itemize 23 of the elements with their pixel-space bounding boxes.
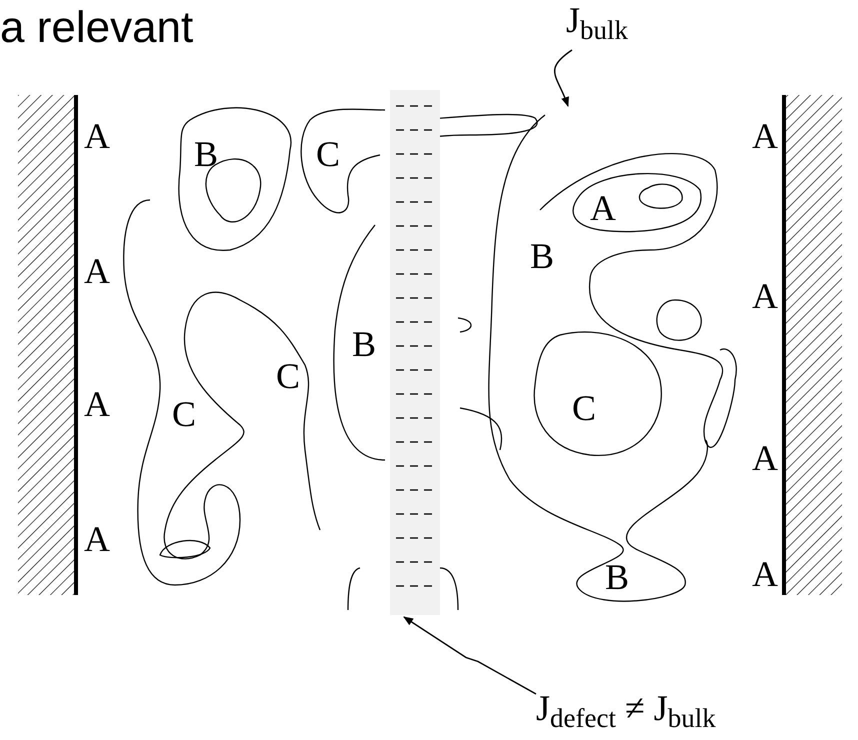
region-label: A [752,556,778,592]
region-label: A [84,118,110,154]
zigzag-arrow [403,616,536,695]
region-label: C [316,136,340,172]
defect-strip [390,90,440,615]
region-label: B [605,559,630,595]
region-label: C [572,390,596,426]
region-label: A [752,440,778,476]
region-label: A [84,386,110,422]
region-label: B [530,238,554,274]
region-label: A [752,278,778,314]
region-label: C [276,358,300,394]
flux-label: J$_{defect}$ ≠ J$_{bulk}$ [536,688,716,728]
curved-arrow [554,49,572,107]
region-label: A [590,190,616,226]
region-label: B [352,326,376,362]
flux-label: J$_{bulk}$ [566,0,628,40]
heading-text: a relevant [0,2,194,54]
region-label: A [84,521,110,557]
region-label: C [172,396,196,432]
region-label: B [194,136,218,172]
region-label: A [84,253,110,289]
region-label: A [752,118,778,154]
